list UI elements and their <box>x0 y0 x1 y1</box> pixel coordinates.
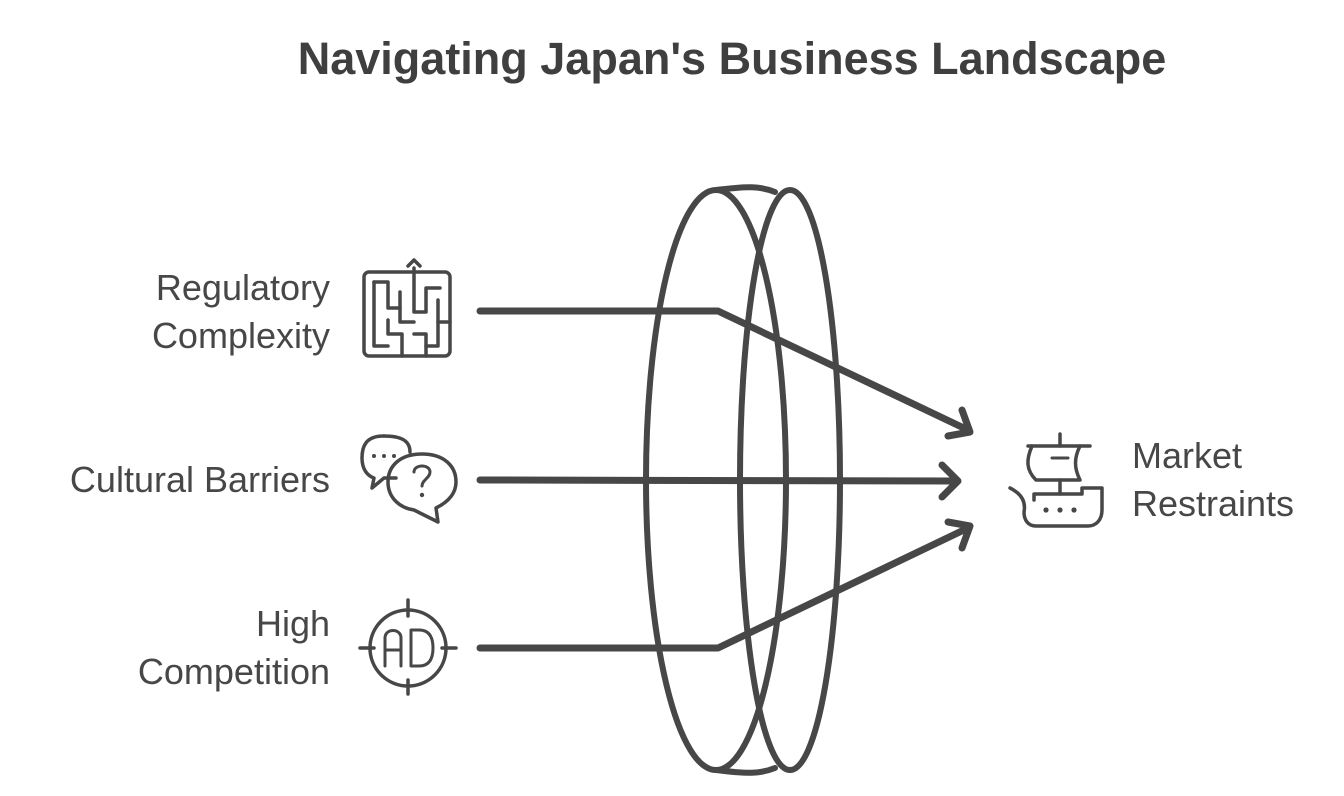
lens-top-edge <box>713 184 778 195</box>
arrow-line <box>476 524 972 652</box>
label-high-competition: High Competition <box>60 600 330 696</box>
speech-bubbles-question-icon <box>360 434 458 524</box>
label-line: Regulatory <box>155 267 330 308</box>
lens-bottom-edge <box>713 765 778 776</box>
maze-icon <box>362 258 452 358</box>
label-regulatory-complexity: Regulatory Complexity <box>60 264 330 360</box>
label-line: High <box>255 603 330 644</box>
label-line: Competition <box>137 651 330 692</box>
arrow-line <box>476 476 959 485</box>
label-market-restraints: Market Restraints <box>1132 432 1332 528</box>
arrow-head <box>944 518 974 552</box>
arrow-regulatory-complexity <box>476 307 974 440</box>
label-cultural-barriers: Cultural Barriers <box>20 456 330 504</box>
label-line: Restraints <box>1132 483 1295 524</box>
arrow-cultural-barriers <box>476 461 962 501</box>
arrow-line <box>476 307 972 434</box>
label-line: Market <box>1132 435 1243 476</box>
arrow-high-competition <box>476 518 974 652</box>
arrow-head <box>938 461 962 501</box>
label-line: Complexity <box>151 315 330 356</box>
arrow-head <box>944 406 974 440</box>
ad-target-icon <box>358 598 458 696</box>
page-title: Navigating Japan's Business Landscape <box>297 33 1167 84</box>
label-line: Cultural Barriers <box>69 459 330 500</box>
ship-icon <box>1008 432 1104 528</box>
